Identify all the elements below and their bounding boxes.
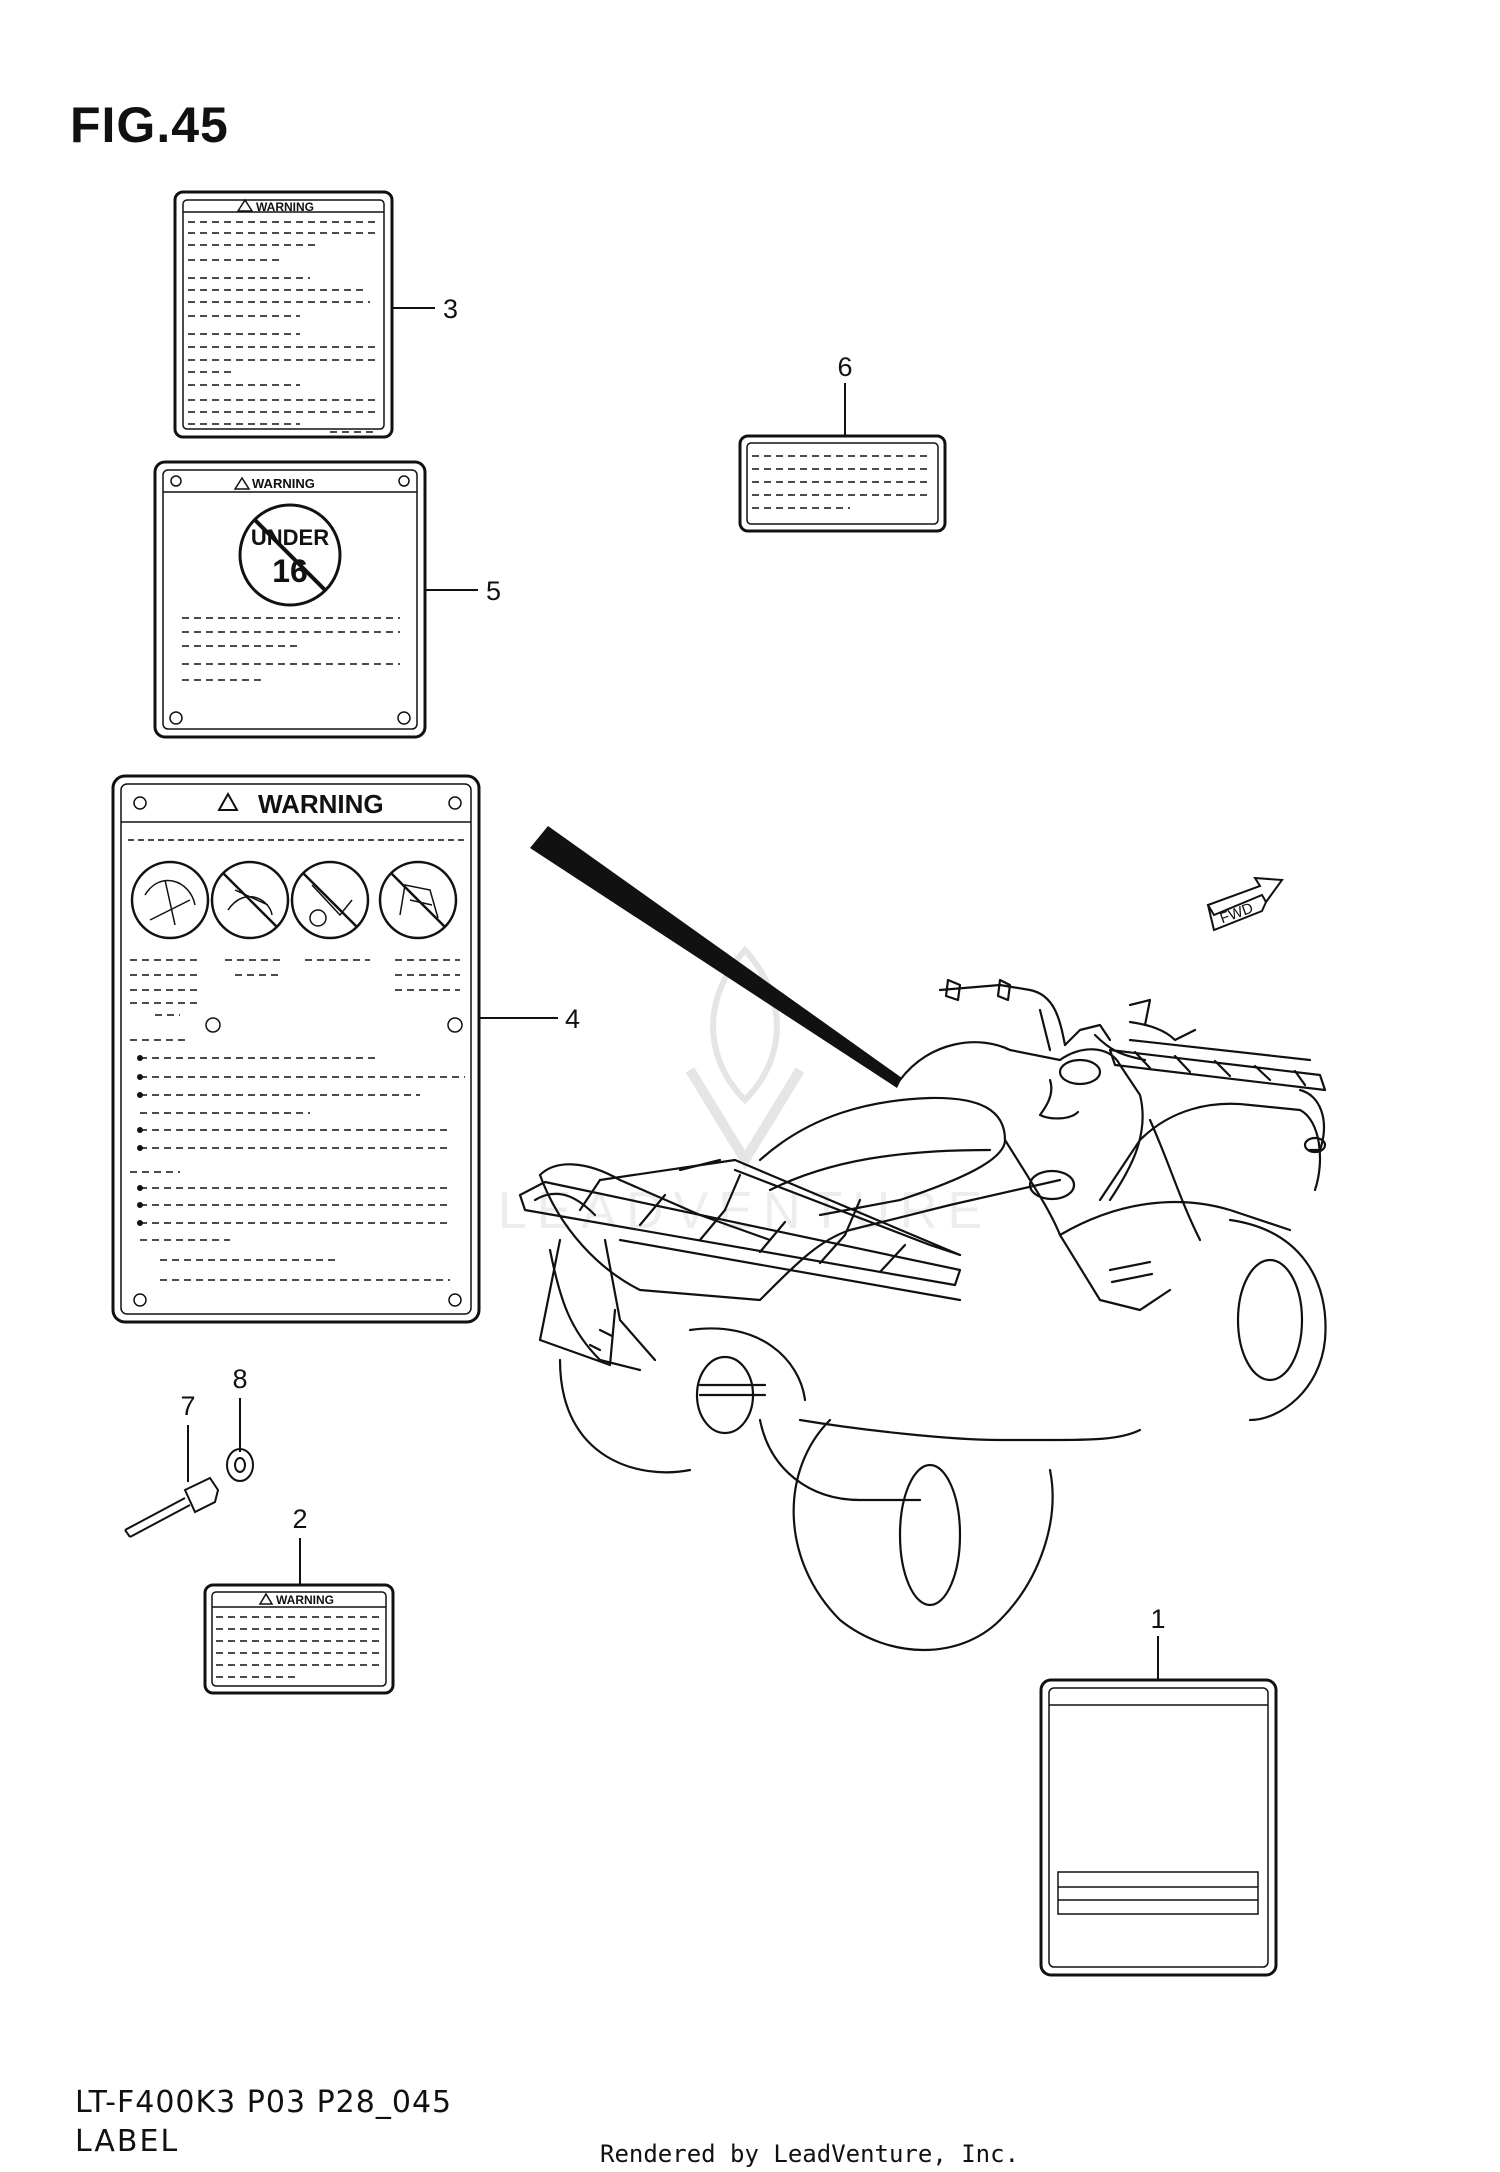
- label-6-sticker: [738, 434, 947, 533]
- callout-3: 3: [443, 294, 458, 324]
- atv-outline: [518, 978, 1327, 1652]
- label-3-warning-text: WARNING: [256, 200, 314, 214]
- forward-arrow-icon: [1206, 876, 1284, 932]
- figure-code: LT-F400K3 P03 P28_045: [75, 2085, 453, 2120]
- render-credit: Rendered by LeadVenture, Inc.: [600, 2140, 1020, 2168]
- label-5-under-16-sticker: [153, 460, 427, 739]
- callout-7: 7: [180, 1391, 195, 1421]
- label-location-pointer: [530, 826, 902, 1088]
- label-5-warning-text: WARNING: [252, 476, 315, 491]
- label-2-warning-sticker: [203, 1583, 395, 1695]
- fwd-text: FWD: [1218, 900, 1256, 928]
- age-16-text: 16: [272, 553, 308, 589]
- callout-5: 5: [486, 576, 501, 606]
- label-3-warning-sticker: [173, 190, 394, 439]
- label-1-sticker: [1039, 1678, 1278, 1977]
- callout-8: 8: [232, 1364, 247, 1394]
- figure-title: FIG.45: [70, 97, 229, 153]
- part-7-rivet: [124, 1476, 220, 1538]
- label-4-large-warning-sticker: [111, 774, 481, 1324]
- callout-6: 6: [837, 352, 852, 382]
- figure-name: LABEL: [75, 2124, 180, 2159]
- part-8-washer: [226, 1448, 254, 1482]
- label-2-warning-text: WARNING: [276, 1593, 334, 1607]
- under-text: UNDER: [251, 525, 329, 550]
- callout-1: 1: [1150, 1604, 1165, 1634]
- callout-4: 4: [565, 1004, 580, 1034]
- callout-2: 2: [292, 1504, 307, 1534]
- label-4-warning-text: WARNING: [258, 789, 384, 819]
